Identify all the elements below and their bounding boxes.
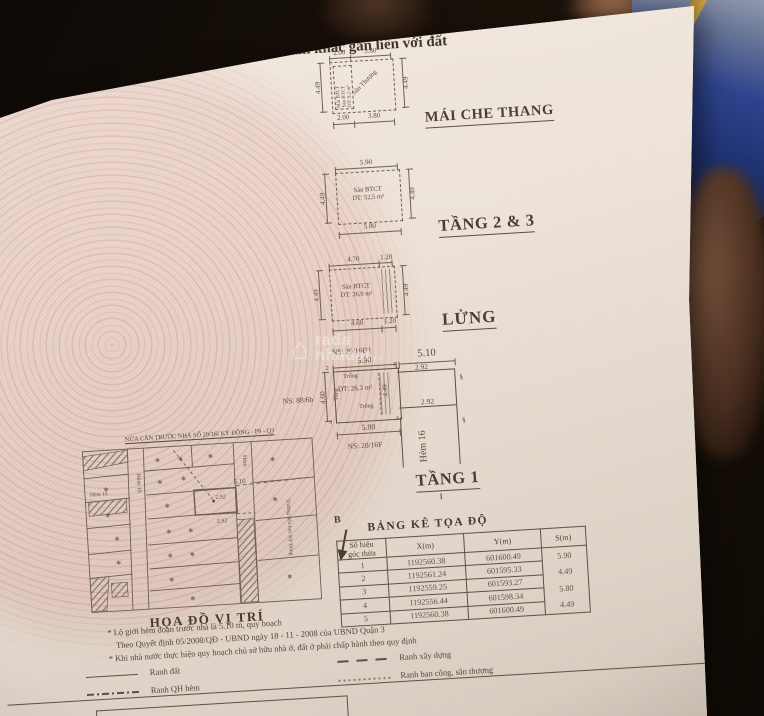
map-dim-lower: 2.92	[217, 518, 228, 525]
s-value: 5.80	[558, 583, 574, 594]
tree-icon: ✱	[190, 595, 195, 602]
watermark: ⌂ rada nhadat.vn	[291, 333, 381, 366]
inner-line: DT: 9,2 m²	[346, 85, 354, 108]
map-street-right: Hẻm	[241, 455, 248, 467]
north-arrow-icon	[337, 529, 348, 562]
tree-icon: ✱	[166, 529, 171, 536]
legend-line-solid	[85, 673, 138, 679]
s-value: 4.49	[557, 566, 573, 577]
location-map: NỬA CĂN TRƯỚC NHÀ SỐ 20/16I KỲ ĐỒNG - P9…	[77, 422, 374, 651]
tree-icon: ✱	[208, 453, 213, 460]
tree-icon: ✱	[104, 486, 109, 493]
tree-icon: ✱	[155, 457, 160, 464]
label-tick	[440, 493, 442, 500]
legend-line-dashed	[337, 657, 390, 663]
tree-icon: ✱	[165, 503, 170, 510]
neighbor-label-left: NS: 88/6b	[282, 394, 314, 406]
dim-annex-lower: 2.92	[420, 396, 435, 407]
tree-icon: ✱	[116, 560, 121, 567]
diagram-mai-che-thang: 2.00 3.80 Mái BTCT Sàn BTCT DT: 9,2 m² S…	[313, 36, 555, 152]
inner-bottom-label: Trống	[359, 403, 374, 411]
dim-inner-right: 4.49	[380, 384, 390, 397]
legend-line-dotted	[338, 676, 391, 682]
dim-left: 4.60	[317, 390, 328, 405]
dim-bottom-left: 2.00	[336, 113, 350, 122]
location-map-svg: 5.10 2.92 2.92 Hẻm 16 Hẻm 16 Hẻm Trường …	[81, 437, 323, 614]
tree-icon: ✱	[190, 551, 195, 558]
watermark-line2-text: nhadat	[315, 347, 371, 364]
dim-top-right: 5.10	[417, 347, 437, 360]
dim-annex-upper: 2.92	[414, 361, 429, 372]
floor-label: MÁI CHE THANG	[424, 101, 555, 129]
north-arrow: B	[333, 509, 352, 564]
dim-left: 4.49	[318, 192, 327, 206]
tree-icon: ✱	[270, 456, 275, 463]
watermark-house-icon: ⌂	[291, 332, 310, 366]
stair-shaft-text: Mái BTCT Sàn BTCT DT: 9,2 m²	[335, 67, 354, 108]
inner-left-label: Tầng	[333, 388, 340, 401]
dim-left: 4.49	[313, 81, 323, 95]
subject-parcel-dot	[212, 499, 215, 503]
s-value: 5.90	[556, 550, 572, 561]
tree-icon: ✱	[168, 553, 173, 560]
curl-mark-icon: §	[459, 372, 464, 381]
inner-line: DT: 26,9 m²	[340, 289, 373, 299]
tree-icon: ✱	[287, 573, 292, 580]
alley-line-right	[454, 368, 461, 465]
dim-bottom-right: 3.80	[367, 111, 381, 121]
coordinate-table-title: BẢNG KÊ TỌA ĐỘ	[367, 514, 489, 534]
dim-top-left: 2.00	[332, 48, 346, 58]
dim-right: 4.49	[401, 76, 411, 90]
floor-label: LỬNG	[441, 306, 498, 332]
header-line: góc thửa	[347, 548, 377, 560]
watermark-line2: nhadat.vn	[315, 348, 381, 366]
inner-line: DT: 52,5 m²	[351, 192, 385, 202]
corner-1: 1	[392, 361, 396, 368]
dim-left: 4.49	[312, 289, 321, 302]
dim-right: 4.49	[408, 187, 417, 200]
tree-icon: ✱	[169, 577, 174, 584]
map-dim-width: 5.10	[233, 477, 246, 486]
legend-label: Ranh đất	[149, 665, 181, 678]
alley-line-left	[399, 417, 404, 468]
dim-bottom-left: 4.60	[350, 318, 364, 328]
watermark-suffix: .vn	[370, 355, 382, 362]
inner-top-label: Trống	[343, 373, 358, 380]
legend-label: Ranh xây dựng	[398, 649, 452, 663]
tree-icon: ✱	[157, 479, 162, 486]
map-street-left: Hẻm 16	[90, 491, 108, 498]
watermark-line1: rada	[315, 332, 351, 349]
map-dim-upper: 2.92	[215, 494, 226, 501]
floor-label: TẦNG 2 & 3	[437, 210, 536, 238]
tree-icon: ✱	[181, 476, 186, 483]
map-street-mid: Hẻm 16	[135, 473, 142, 492]
floor-label: TẦNG 1	[415, 467, 480, 493]
tree-icon: ✱	[105, 512, 110, 519]
tree-icon: ✱	[272, 496, 277, 503]
alley-name-label: Hẻm 16	[416, 430, 430, 463]
stair-shaft-outline: Mái BTCT Sàn BTCT DT: 9,2 m²	[332, 64, 355, 110]
curl-mark-icon: §	[461, 415, 466, 424]
tree-icon: ✱	[114, 536, 119, 543]
legend-line-dashdot	[86, 690, 139, 696]
dim-right: 4.49	[401, 283, 411, 297]
tree-icon: ✱	[178, 456, 183, 463]
map-side-note: Trường tiểu học Kỳ Đồng	[285, 498, 295, 556]
tree-icon: ✱	[188, 527, 193, 534]
